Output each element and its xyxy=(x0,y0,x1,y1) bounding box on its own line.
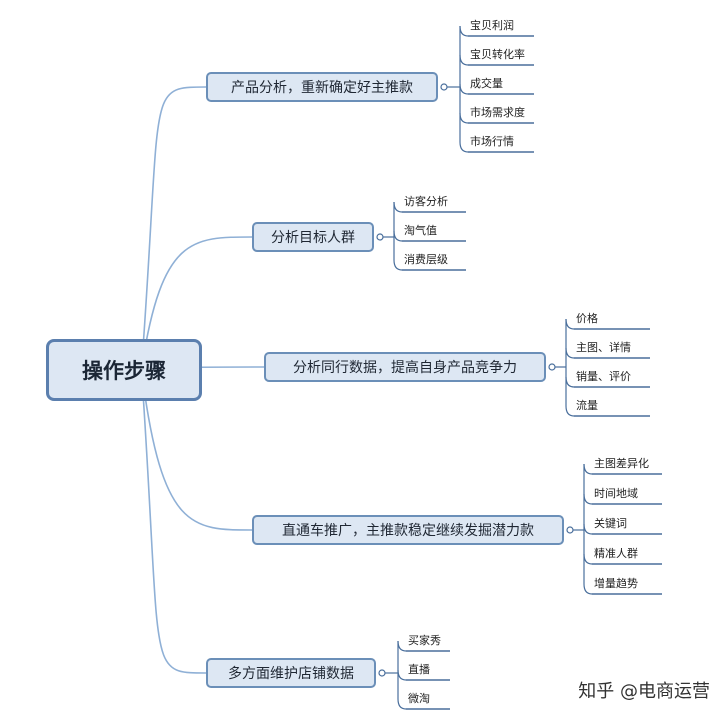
leaf-elbow xyxy=(583,493,593,505)
leaf-label: 微淘 xyxy=(408,692,430,705)
leaf-elbow xyxy=(459,141,469,153)
branch-competitor-data: 分析同行数据，提高自身产品竞争力 xyxy=(264,352,546,382)
leaf-elbow xyxy=(565,405,575,417)
leaf-label: 宝贝转化率 xyxy=(470,48,525,61)
leaf-elbow xyxy=(393,259,403,271)
leaf-label: 消费层级 xyxy=(404,253,448,266)
branch-product-analysis: 产品分析，重新确定好主推款 xyxy=(206,72,438,102)
branch-target-audience: 分析目标人群 xyxy=(252,222,374,252)
root-connector xyxy=(141,86,207,363)
leaf-elbow xyxy=(583,583,593,595)
leaf-label: 精准人群 xyxy=(594,547,638,560)
leaf-elbow xyxy=(459,54,469,66)
leaf-label: 时间地域 xyxy=(594,487,638,500)
branch-joint xyxy=(566,526,574,534)
leaf-elbow xyxy=(565,347,575,359)
leaf-elbow xyxy=(565,376,575,388)
leaf-label: 价格 xyxy=(576,312,598,325)
leaf-elbow xyxy=(397,669,407,681)
branch-joint xyxy=(378,669,386,677)
branch-direct-train: 直通车推广，主推款稳定继续发掘潜力款 xyxy=(252,515,564,545)
leaf-label: 增量趋势 xyxy=(594,577,638,590)
leaf-label: 销量、评价 xyxy=(576,370,631,383)
root-connector xyxy=(141,377,207,674)
leaf-label: 主图差异化 xyxy=(594,457,649,470)
leaf-label: 关键词 xyxy=(594,517,627,530)
branch-joint xyxy=(548,363,556,371)
root-node: 操作步骤 xyxy=(46,339,202,401)
leaf-label: 主图、详情 xyxy=(576,341,631,354)
leaf-label: 流量 xyxy=(576,399,598,412)
leaf-label: 淘气值 xyxy=(404,224,437,237)
leaf-label: 访客分析 xyxy=(404,195,448,208)
leaf-elbow xyxy=(397,698,407,710)
root-connector xyxy=(141,236,253,367)
leaf-label: 宝贝利润 xyxy=(470,19,514,32)
leaf-elbow xyxy=(397,640,407,652)
leaf-elbow xyxy=(459,25,469,37)
leaf-label: 市场需求度 xyxy=(470,106,525,119)
leaf-elbow xyxy=(565,318,575,330)
leaf-label: 直播 xyxy=(408,663,430,676)
branch-joint xyxy=(440,83,448,91)
leaf-label: 市场行情 xyxy=(470,135,514,148)
leaf-elbow xyxy=(583,523,593,535)
leaf-elbow xyxy=(459,83,469,95)
leaf-elbow xyxy=(459,112,469,124)
leaf-elbow xyxy=(393,201,403,213)
watermark: 知乎 @电商运营 xyxy=(578,681,710,702)
leaf-label: 买家秀 xyxy=(408,634,441,647)
root-connector xyxy=(141,373,253,531)
leaf-elbow xyxy=(583,463,593,475)
branch-store-maintenance: 多方面维护店铺数据 xyxy=(206,658,376,688)
leaf-label: 成交量 xyxy=(470,77,503,90)
leaf-elbow xyxy=(583,553,593,565)
branch-joint xyxy=(376,233,384,241)
leaf-elbow xyxy=(393,230,403,242)
